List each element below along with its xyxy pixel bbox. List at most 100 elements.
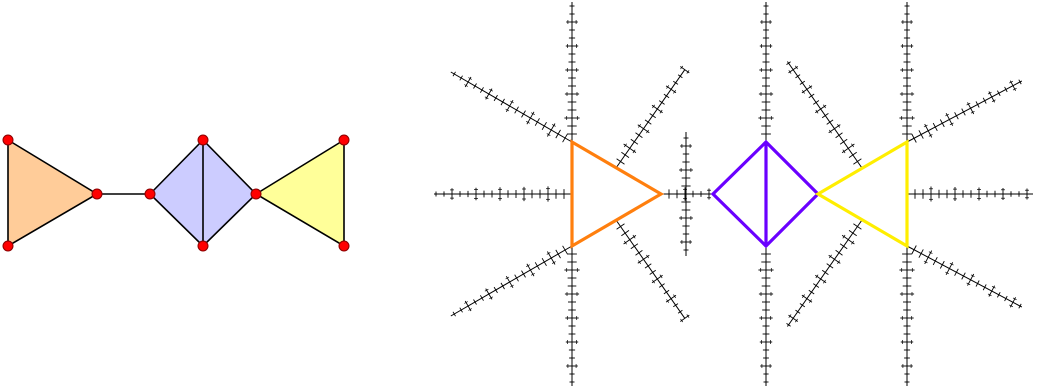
fractal-branch-segment — [906, 80, 1023, 143]
graph-vertex — [2, 240, 14, 252]
fractal-branch-segment — [450, 71, 573, 143]
fractal-branch-segment — [808, 289, 815, 295]
fractal-branch-segment — [786, 61, 791, 65]
fractal-branch-segment — [658, 100, 665, 105]
fractal-branch-segment — [954, 268, 959, 276]
fractal-branch-segment — [1009, 304, 1014, 308]
fractal-branch-segment — [987, 91, 992, 95]
fractal-branch-segment — [505, 276, 510, 280]
fractal-branch-segment — [853, 158, 862, 165]
fractal-branch-segment — [906, 245, 1023, 308]
graph-vertex — [2, 134, 14, 146]
fractal-branch-segment — [450, 245, 573, 317]
fractal-branch-segment — [970, 110, 975, 114]
fractal-branch-segment — [826, 263, 834, 269]
fractal-branch-segment — [853, 223, 862, 230]
fractal-branch-segment — [649, 113, 656, 119]
fractal-branch-segment — [459, 75, 463, 81]
fractal-branch-segment — [514, 274, 519, 282]
fractal-branch-segment — [975, 101, 980, 108]
fractal-branch-segment — [813, 100, 820, 105]
fractal-branch-segment — [635, 250, 643, 256]
fractal-branch-segment — [546, 133, 551, 136]
fractal-branch-segment — [562, 245, 568, 255]
fractal-branch-segment — [459, 307, 463, 313]
graph-vertex — [91, 188, 103, 200]
fractal-branch-segment — [835, 249, 843, 256]
fractal-branch-segment — [505, 108, 510, 112]
graph-vertex — [144, 188, 156, 200]
fractal-branch-segment — [632, 149, 636, 154]
fractal-branch-segment — [673, 294, 676, 299]
fractal-branch-segment — [975, 280, 980, 287]
left-planar-graph — [2, 134, 350, 252]
fractal-branch-segment — [842, 149, 846, 154]
fractal-branch-segment — [795, 65, 798, 70]
fractal-branch-segment — [686, 314, 690, 318]
fractal-branch-segment — [923, 260, 928, 264]
fractal-branch-segment — [991, 99, 996, 103]
fractal-branch-segment — [473, 299, 477, 305]
fractal-branch-segment — [954, 112, 959, 120]
fractal-branch-segment — [673, 89, 676, 94]
fractal-branch-segment — [839, 138, 848, 145]
fractal-branch-segment — [644, 119, 652, 125]
fractal-branch-segment — [663, 289, 670, 295]
fractal-branch-segment — [939, 119, 945, 128]
fractal-branch-segment — [970, 274, 975, 278]
vertex-group — [2, 134, 350, 252]
orange-triangle-outline — [570, 139, 665, 249]
fractal-branch-segment — [945, 113, 949, 117]
fractal-branch-segment — [526, 264, 530, 268]
fractal-branch-segment — [1018, 79, 1022, 85]
fractal-branch-segment — [673, 80, 679, 85]
fractal-branch-segment — [829, 254, 832, 259]
fractal-branch-segment — [531, 272, 535, 276]
fractal-branch-segment — [659, 109, 663, 114]
fractal-branch-segment — [646, 129, 649, 134]
fractal-branch-segment — [837, 260, 840, 265]
fractal-branch-segment — [489, 88, 493, 92]
fractal-branch-segment — [546, 252, 551, 255]
fractal-branch-segment — [795, 318, 798, 323]
fractal-branch-segment — [526, 120, 530, 124]
fractal-branch-segment — [851, 143, 854, 148]
fractal-branch-segment — [932, 122, 938, 132]
fractal-branch-segment — [630, 138, 639, 145]
yellow-triangle-outline — [814, 139, 909, 249]
fractal-branch-segment — [982, 284, 987, 291]
fractal-branch-segment — [982, 97, 987, 104]
fractal-branch-segment — [786, 219, 863, 327]
fractal-branch-segment — [521, 270, 526, 278]
fractal-branch-segment — [1018, 303, 1022, 309]
fractal-branch-segment — [493, 286, 498, 294]
fractal-branch-segment — [932, 256, 938, 266]
fractal-branch-segment — [644, 263, 652, 269]
fractal-branch-segment — [928, 134, 933, 137]
fractal-branch-segment — [961, 108, 966, 116]
triangle-face-left — [7, 138, 99, 248]
fractal-branch-segment — [788, 314, 792, 318]
fractal-branch-segment — [802, 89, 805, 94]
fractal-branch-segment — [808, 93, 815, 99]
fractal-branch-segment — [835, 132, 843, 139]
fractal-branch-segment — [677, 74, 683, 79]
fractal-branch-segment — [489, 296, 493, 300]
fractal-branch-segment — [468, 77, 472, 80]
fractal-branch-segment — [534, 262, 540, 270]
fractal-branch-segment — [541, 257, 547, 267]
fractal-branch-segment — [615, 69, 686, 169]
graph-vertex — [338, 240, 350, 252]
fractal-branch-segment — [823, 104, 826, 109]
fractal-branch-segment — [795, 74, 801, 79]
fractal-branch-segment — [555, 249, 561, 259]
fractal-branch-segment — [555, 129, 561, 139]
fractal-branch-segment — [652, 279, 655, 284]
fractal-branch-segment — [663, 93, 670, 99]
fractal-branch-segment — [928, 251, 933, 254]
fractal-branch-segment — [624, 240, 627, 245]
fractal-branch-segment — [911, 133, 917, 143]
fractal-branch-segment — [464, 84, 468, 87]
fractal-branch-segment — [839, 243, 848, 250]
fractal-branch-segment — [510, 284, 514, 288]
